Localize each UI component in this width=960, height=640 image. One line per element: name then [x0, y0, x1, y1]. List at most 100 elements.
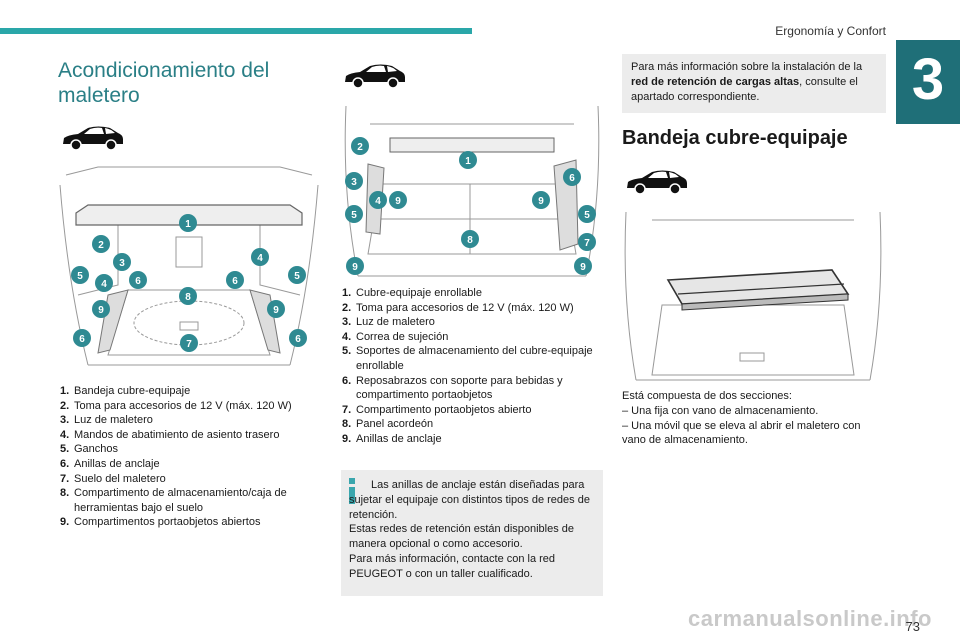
para-intro: Está compuesta de dos secciones:	[622, 390, 792, 402]
svg-text:6: 6	[569, 173, 575, 184]
header-accent-bar	[0, 28, 472, 34]
svg-text:2: 2	[98, 240, 104, 251]
marker-9b: 9	[532, 191, 550, 209]
list-item: 9.Anillas de anclaje	[342, 432, 442, 445]
marker-8: 8	[179, 287, 197, 305]
marker-2: 2	[92, 235, 110, 253]
marker-8: 8	[461, 230, 479, 248]
list-item: 7.Suelo del maletero	[60, 472, 166, 485]
suv-car-icon	[345, 64, 405, 89]
svg-text:3: 3	[351, 177, 357, 188]
marker-3: 3	[113, 253, 131, 271]
chapter-tab: 3	[896, 40, 960, 124]
svg-text:9: 9	[352, 262, 358, 273]
marker-6b: 6	[226, 271, 244, 289]
legend-list-mid: 1.Cubre-equipaje enrollable 2.Toma para …	[342, 286, 604, 447]
list-item: 7.Compartimento portaobjetos abierto	[342, 403, 532, 416]
info-text-2: Estas redes de retención están disponibl…	[349, 523, 575, 551]
header-section-title: Ergonomía y Confort	[775, 24, 886, 38]
callout-markers-mid: 1 2 3 4 5 5 6 7 8 9 9 9 9	[345, 137, 596, 275]
info-text-3: Para más información, contacte con la re…	[349, 552, 556, 580]
list-item: 5.Ganchos	[60, 443, 119, 456]
marker-5b: 5	[578, 205, 596, 223]
marker-7: 7	[180, 334, 198, 352]
list-item: 2.Toma para accesorios de 12 V (máx. 120…	[60, 399, 292, 412]
list-item: 2.Toma para accesorios de 12 V (máx. 120…	[342, 301, 574, 314]
marker-5a: 5	[71, 266, 89, 284]
list-item: 5.Soportes de almacenamiento del cubre-e…	[342, 345, 593, 372]
marker-4: 4	[369, 191, 387, 209]
svg-text:3: 3	[119, 258, 125, 269]
svg-text:5: 5	[77, 271, 83, 282]
section-title: Acondicionamiento del maletero	[58, 59, 270, 107]
marker-2: 2	[351, 137, 369, 155]
svg-text:4: 4	[375, 196, 381, 207]
page-number: 73	[905, 619, 920, 634]
info-text-1: Las anillas de anclaje están diseñadas p…	[349, 479, 590, 521]
marker-4b: 4	[251, 248, 269, 266]
list-item: 9.Compartimentos portaobjetos abiertos	[60, 516, 261, 529]
marker-9b: 9	[267, 300, 285, 318]
subsection-heading: Bandeja cubre-equipaje	[622, 127, 848, 149]
marker-6c: 6	[73, 329, 91, 347]
svg-text:6: 6	[135, 276, 141, 287]
svg-text:2: 2	[357, 142, 363, 153]
marker-9a: 9	[92, 300, 110, 318]
svg-text:1: 1	[465, 156, 471, 167]
info-box-anchor-rings: Las anillas de anclaje están diseñadas p…	[341, 470, 603, 596]
svg-text:6: 6	[232, 276, 238, 287]
suv-car-icon	[63, 126, 123, 151]
watermark-text: carmanualsonline.info	[688, 606, 932, 631]
note-text: Para más información sobre la instalació…	[631, 61, 863, 73]
marker-1: 1	[459, 151, 477, 169]
para-line-1: – Una fija con vano de almacenamiento.	[622, 404, 819, 417]
svg-text:7: 7	[584, 238, 590, 249]
trunk-illustration-left	[59, 166, 319, 366]
marker-6a: 6	[129, 271, 147, 289]
svg-text:8: 8	[185, 292, 191, 303]
marker-4a: 4	[95, 274, 113, 292]
list-item: 4.Correa de sujeción	[342, 330, 449, 343]
svg-text:1: 1	[185, 219, 191, 230]
marker-1: 1	[179, 214, 197, 232]
list-item: 1.Cubre-equipaje enrollable	[342, 287, 482, 299]
svg-text:9: 9	[395, 196, 401, 207]
legend-list-left: 1.Bandeja cubre-equipaje 2.Toma para acc…	[60, 384, 322, 530]
callout-markers-left: 1 2 3 4 4 5 5 6 6 6 6 7 8 9 9	[71, 214, 307, 352]
marker-7: 7	[578, 233, 596, 251]
svg-text:7: 7	[186, 339, 192, 350]
list-item: 8.Compartimento de almacenamiento/caja d…	[60, 487, 287, 514]
chapter-number: 3	[911, 47, 945, 112]
svg-text:6: 6	[295, 334, 301, 345]
list-item: 6.Anillas de anclaje	[60, 457, 160, 470]
svg-text:9: 9	[273, 305, 279, 316]
cover-tray-illustration	[624, 211, 882, 381]
svg-text:4: 4	[257, 253, 263, 264]
marker-9d: 9	[574, 257, 592, 275]
svg-text:9: 9	[538, 196, 544, 207]
svg-text:5: 5	[351, 210, 357, 221]
svg-text:6: 6	[79, 334, 85, 345]
suv-car-icon	[627, 170, 687, 195]
note-bold-term: red de retención de cargas altas	[631, 75, 800, 88]
marker-9a: 9	[389, 191, 407, 209]
svg-text:4: 4	[101, 279, 107, 290]
cover-tray-description: Está compuesta de dos secciones: – Una f…	[622, 389, 882, 448]
marker-6: 6	[563, 168, 581, 186]
marker-9c: 9	[346, 257, 364, 275]
info-icon	[349, 478, 355, 504]
marker-5b: 5	[288, 266, 306, 284]
list-item: 4.Mandos de abatimiento de asiento trase…	[60, 428, 280, 441]
marker-3: 3	[345, 172, 363, 190]
svg-text:8: 8	[467, 235, 473, 246]
para-line-2: – Una móvil que se eleva al abrir el mal…	[622, 419, 861, 447]
list-item: 3.Luz de maletero	[342, 316, 435, 329]
list-item: 3.Luz de maletero	[60, 414, 153, 427]
note-box-cargo-net: Para más información sobre la instalació…	[622, 54, 886, 113]
note-text-end: , consulte el apartado correspondiente.	[631, 75, 858, 103]
list-item: 8.Panel acordeón	[342, 418, 434, 431]
marker-6d: 6	[289, 329, 307, 347]
svg-text:9: 9	[580, 262, 586, 273]
svg-text:9: 9	[98, 305, 104, 316]
list-item: 6.Reposabrazos con soporte para bebidas …	[342, 374, 563, 402]
